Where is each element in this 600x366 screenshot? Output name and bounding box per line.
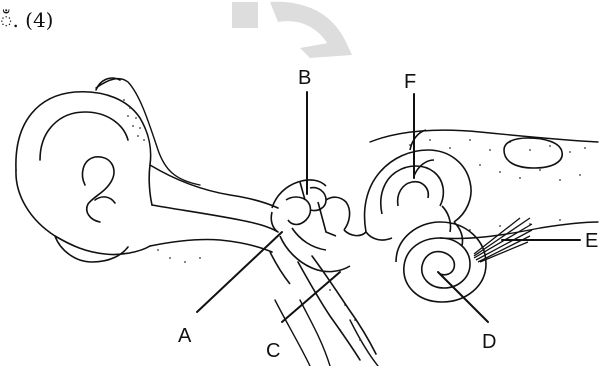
outer-ear (16, 78, 152, 262)
label-e: E (585, 230, 598, 252)
middle-ear-ossicles (270, 180, 366, 284)
temporal-bone-mass (504, 138, 562, 168)
label-b: B (298, 67, 311, 89)
bone-stipple (123, 99, 586, 353)
label-c: C (266, 340, 280, 362)
cochlea (396, 222, 486, 302)
diagram-labels: A B C D E F (178, 67, 598, 362)
label-f: F (404, 71, 416, 93)
leader-line-c (282, 272, 340, 322)
label-d: D (482, 331, 496, 353)
watermark (232, 2, 352, 58)
label-leaders (197, 92, 580, 322)
label-a: A (178, 325, 192, 347)
ear-canal (150, 165, 278, 252)
semicircular-canals (365, 130, 472, 246)
leader-line-a (197, 232, 282, 312)
